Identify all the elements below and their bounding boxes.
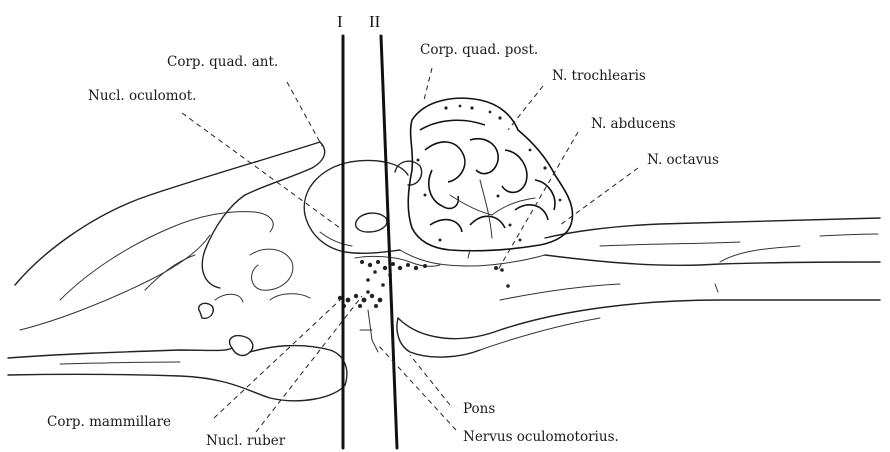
label-n-abducens: N. abducens (591, 116, 676, 132)
label-nucl-ruber: Nucl. ruber (206, 433, 286, 449)
leader-lines (182, 68, 638, 432)
nucleus-oculomotor-region (355, 256, 510, 287)
section-marker-ii: II (369, 12, 381, 31)
cerebellum (408, 98, 572, 258)
label-pons: Pons (463, 401, 495, 417)
forebrain-outline (15, 142, 325, 330)
label-n-octavus: N. octavus (647, 152, 719, 168)
section-line-ii (381, 36, 397, 448)
midbrain-outline (304, 161, 545, 266)
section-marker-i: I (337, 12, 343, 31)
label-nucl-oculomot: Nucl. oculomot. (88, 88, 196, 104)
label-corp-quad-post: Corp. quad. post. (420, 42, 538, 58)
medulla-outline (398, 218, 880, 339)
label-n-trochlearis: N. trochlearis (552, 68, 646, 84)
label-corp-quad-ant: Corp. quad. ant. (167, 54, 278, 70)
label-nervus-oculomotorius: Nervus oculomotorius. (463, 429, 619, 445)
label-corp-mammillare: Corp. mammillare (47, 414, 171, 430)
ventral-outline (8, 318, 600, 401)
